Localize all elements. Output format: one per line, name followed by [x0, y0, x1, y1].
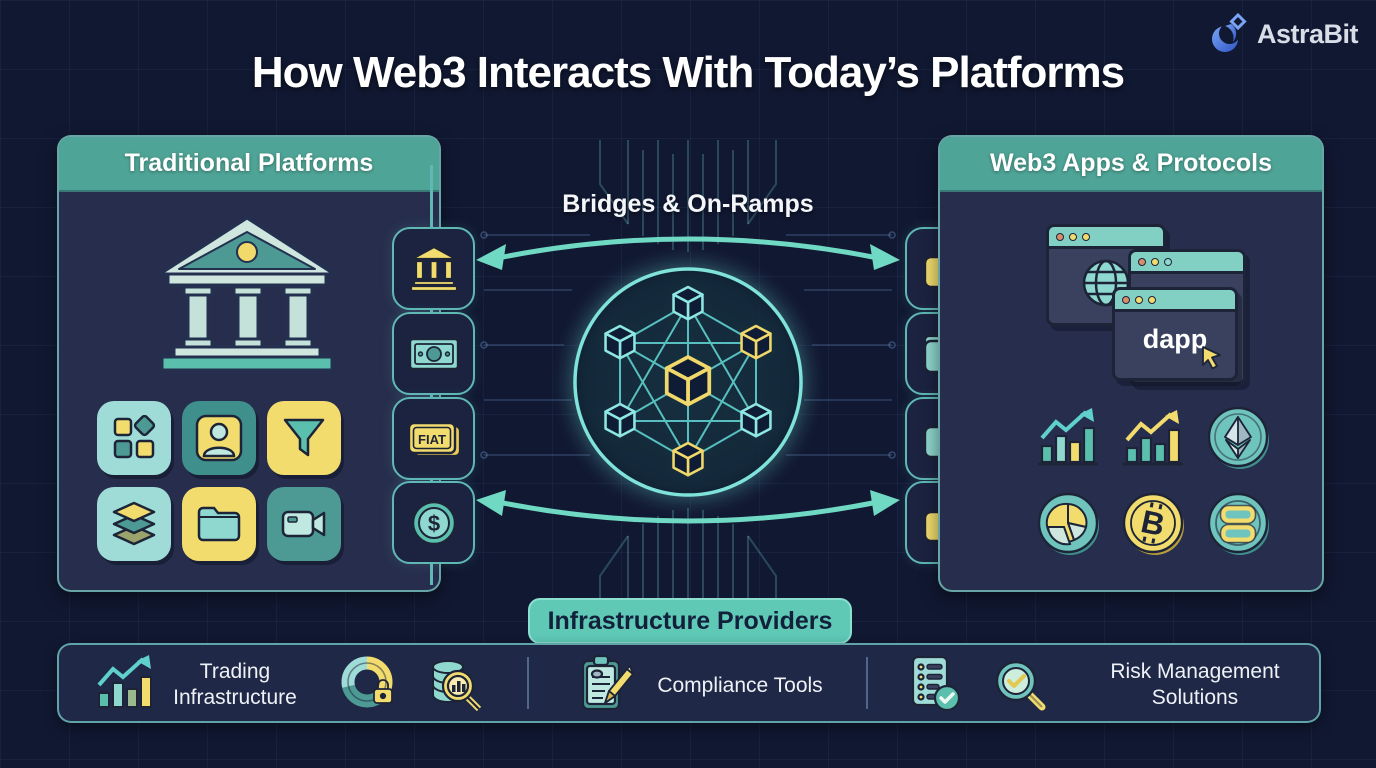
app-grid-icon [113, 415, 156, 459]
app-grid-tile [97, 401, 171, 475]
infrastructure-header-tab: Infrastructure Providers [528, 598, 852, 644]
dapp-label: dapp [1142, 324, 1208, 354]
checklist-check-icon [911, 655, 961, 712]
infra-divider-2 [866, 657, 868, 709]
donut-lock-icon [341, 656, 393, 708]
layers-icon [112, 501, 156, 546]
bar-chart-arrow-icon [97, 655, 152, 708]
browser-titlebar [1115, 290, 1235, 312]
layers-tile [97, 487, 171, 561]
dollar-coin-icon: $ [411, 500, 456, 545]
infrastructure-header: Infrastructure Providers [547, 606, 833, 635]
bridge-arrow-top [476, 236, 900, 270]
window-dot-yellow [1135, 295, 1143, 304]
magnifier-check-icon [995, 660, 1046, 711]
fiat-dollar-tile: $ [392, 481, 475, 564]
brand-name: AstraBit [1256, 18, 1359, 49]
folder-tile [182, 487, 256, 561]
fiat-label: FIAT [418, 432, 446, 447]
funnel-filter-icon [283, 418, 325, 457]
browser-titlebar [1131, 252, 1243, 274]
user-tile [182, 401, 256, 475]
compliance-tools-label: Compliance Tools [657, 674, 823, 697]
infra-divider-1 [527, 657, 529, 709]
fiat-ticket-tile: FIAT [392, 397, 475, 480]
stablecoin-icon [1207, 492, 1269, 555]
user-icon [195, 414, 243, 462]
blockchain-network-icon [573, 267, 803, 497]
bridge-arrow-bottom [476, 490, 900, 524]
fiat-cash-tile [392, 312, 475, 395]
chart-up-yellow-icon [1123, 410, 1183, 466]
folder-icon [197, 506, 241, 542]
cash-bill-icon [408, 337, 459, 370]
bitcoin-coin-icon: B [1122, 492, 1184, 555]
window-dot-yellow2 [1148, 295, 1156, 304]
window-dot-yellow [1151, 257, 1159, 266]
bank-icon [409, 245, 458, 292]
fiat-bank-tile [392, 227, 475, 310]
window-dot-red [1122, 295, 1130, 304]
web3-panel-title: Web3 Apps & Protocols [990, 149, 1272, 177]
database-search-icon [432, 660, 482, 712]
window-dot-red [1138, 257, 1146, 266]
window-dot-yellow [1069, 232, 1077, 241]
web3-panel-header: Web3 Apps & Protocols [940, 137, 1322, 192]
page-title: How Web3 Interacts With Today’s Platform… [251, 48, 1125, 97]
window-dot-teal [1164, 257, 1172, 266]
risk-management-label: Risk Management Solutions [1110, 660, 1280, 710]
video-tile [267, 487, 341, 561]
video-camera-icon [281, 510, 326, 538]
traditional-platforms-title: Traditional Platforms [124, 149, 374, 177]
dollar-symbol: $ [427, 511, 439, 536]
clipboard-pencil-icon [581, 654, 634, 711]
window-dot-red [1056, 232, 1064, 241]
filter-tile [267, 401, 341, 475]
brand-logo: AstraBit [1207, 12, 1359, 56]
chart-up-teal-icon [1038, 408, 1098, 466]
trading-infrastructure-label: Trading Infrastructure [173, 660, 297, 710]
traditional-platforms-header: Traditional Platforms [59, 137, 439, 192]
window-dot-yellow2 [1082, 232, 1090, 241]
ethereum-coin-icon [1207, 406, 1269, 469]
browser-titlebar [1049, 227, 1163, 249]
bridges-label: Bridges & On-Ramps [562, 190, 814, 218]
bank-building-icon [158, 216, 336, 372]
infrastructure-bar [57, 643, 1321, 723]
cursor-icon [1202, 346, 1221, 370]
astrabit-swoosh-icon [1211, 12, 1247, 52]
dapp-window-icon: dapp [1112, 287, 1238, 381]
pie-chart-icon [1037, 492, 1099, 555]
fiat-ticket-icon: FIAT [407, 421, 461, 457]
